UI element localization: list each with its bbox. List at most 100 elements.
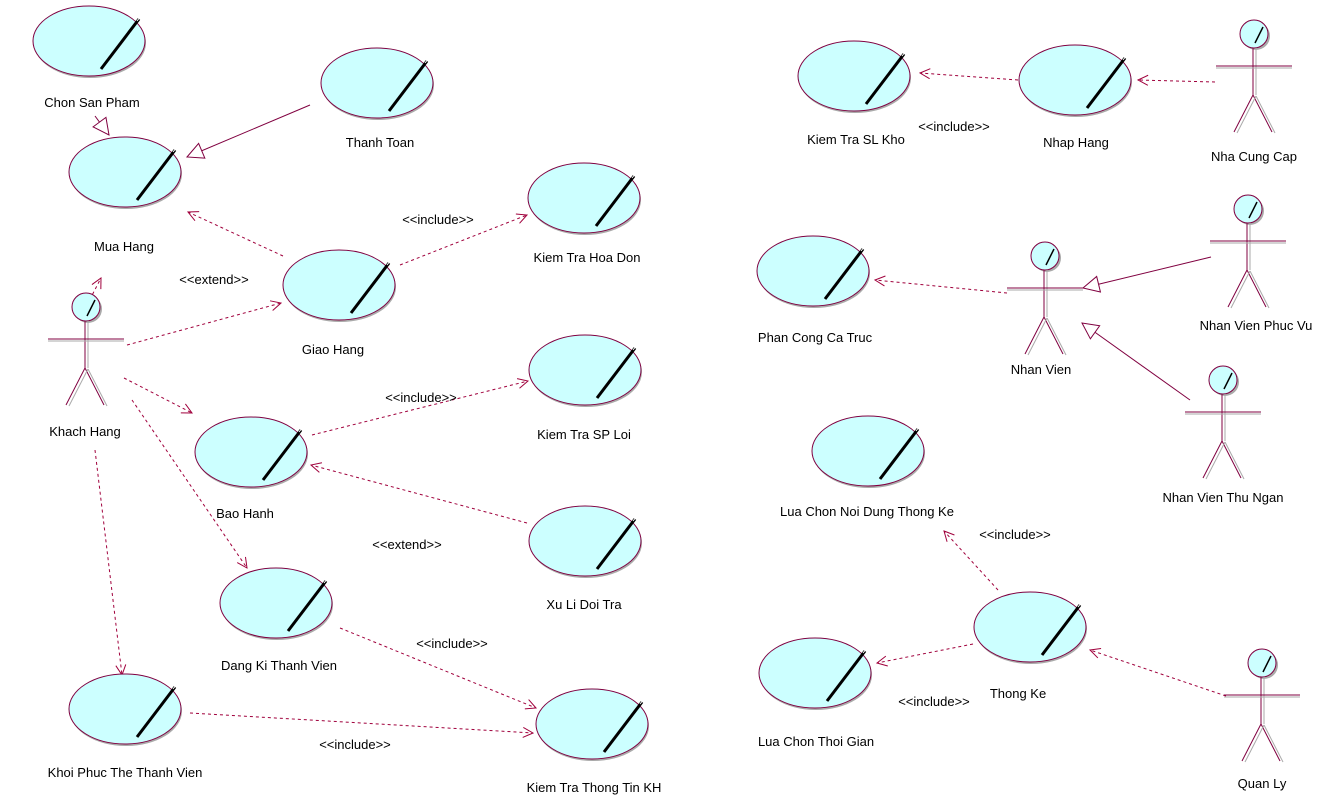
usecase-ellipse-icon — [755, 234, 872, 310]
actor-label: Nha Cung Cap — [1211, 149, 1297, 164]
include-thong-ke-lua-chon-thoi-gian[interactable] — [877, 643, 974, 663]
usecase-label: Phan Cong Ca Truc — [758, 330, 873, 345]
usecase-label: Nhap Hang — [1043, 135, 1109, 150]
association-quan-ly-thong-ke[interactable] — [1090, 650, 1227, 697]
usecase-label: Kiem Tra SL Kho — [807, 132, 905, 147]
include-label-nhap-hang: <<include>> — [918, 119, 990, 134]
connectors — [86, 73, 1227, 733]
usecase-ellipse-icon — [281, 248, 398, 324]
usecase-bao-hanh[interactable]: Bao Hanh — [193, 415, 310, 521]
include-label-thoi-gian: <<include>> — [898, 694, 970, 709]
usecase-label: Thanh Toan — [346, 135, 414, 150]
include-label-noi-dung-thong-ke: <<include>> — [979, 527, 1051, 542]
actor-label: Quan Ly — [1238, 776, 1287, 791]
include-khoi-phuc-kiem-tra-thong-tin-kh[interactable] — [189, 712, 533, 733]
extend-giao-hang-mua-hang[interactable] — [188, 212, 284, 257]
usecase-kiem-tra-sl-kho[interactable]: Kiem Tra SL Kho — [796, 39, 913, 147]
usecase-nhap-hang[interactable]: Nhap Hang — [1017, 43, 1134, 150]
actor-label: Nhan Vien — [1011, 362, 1071, 377]
usecase-lua-chon-thoi-gian[interactable]: Lua Chon Thoi Gian — [757, 636, 874, 749]
actor-nha-cung-cap[interactable]: Nha Cung Cap — [1211, 19, 1297, 164]
usecase-label: Xu Li Doi Tra — [546, 597, 622, 612]
association-khach-hang-mua-hang[interactable] — [86, 278, 101, 306]
usecase-label: Bao Hanh — [216, 506, 274, 521]
usecase-label: Mua Hang — [94, 239, 154, 254]
generalization-nhan-vien-phuc-vu-nhan-vien[interactable] — [1083, 256, 1212, 288]
usecase-label: Lua Chon Noi Dung Thong Ke — [780, 504, 954, 519]
include-label-khoi-phuc: <<include>> — [319, 737, 391, 752]
extend-xu-li-doi-tra-bao-hanh[interactable] — [311, 465, 528, 524]
usecase-ellipse-icon — [193, 415, 310, 491]
usecase-ellipse-icon — [526, 161, 643, 237]
usecase-label: Khoi Phuc The Thanh Vien — [48, 765, 203, 780]
usecase-phan-cong-ca-truc[interactable]: Phan Cong Ca Truc — [755, 234, 873, 345]
usecase-giao-hang[interactable]: Giao Hang — [281, 248, 398, 357]
usecase-ellipse-icon — [757, 636, 874, 712]
generalization-nhan-vien-thu-ngan-nhan-vien[interactable] — [1082, 323, 1191, 401]
association-nhan-vien-phan-cong-ca-truc[interactable] — [875, 280, 1008, 294]
actor-nhan-vien-phuc-vu[interactable]: Nhan Vien Phuc Vu — [1200, 194, 1313, 333]
usecase-ellipse-icon — [218, 566, 335, 642]
usecase-label: Kiem Tra Hoa Don — [534, 250, 641, 265]
include-label-giao-hang: <<include>> — [402, 212, 474, 227]
association-khach-hang-bao-hanh[interactable] — [123, 377, 192, 413]
association-khach-hang-dang-ki-thanh-vien[interactable] — [131, 399, 247, 568]
stereotype-labels: <<include>> <<extend>> <<include>> <<ext… — [179, 119, 1050, 752]
include-thong-ke-lua-chon-noi-dung[interactable] — [944, 531, 999, 591]
extend-label-giao-hang: <<extend>> — [179, 272, 248, 287]
usecase-ellipse-icon — [972, 590, 1089, 666]
usecase-ellipse-icon — [67, 672, 184, 748]
actor-stick-figure-icon — [1209, 194, 1287, 309]
usecase-lua-chon-noi-dung-thong-ke[interactable]: Lua Chon Noi Dung Thong Ke — [780, 414, 954, 519]
actor-stick-figure-icon — [1184, 365, 1262, 480]
actor-stick-figure-icon — [47, 292, 125, 407]
usecase-ellipse-icon — [810, 414, 927, 490]
generalization-thanh-toan-mua-hang[interactable] — [187, 104, 311, 157]
usecase-ellipse-icon — [1017, 43, 1134, 119]
actor-stick-figure-icon — [1223, 648, 1301, 763]
usecase-dang-ki-thanh-vien[interactable]: Dang Ki Thanh Vien — [218, 566, 337, 673]
usecase-ellipse-icon — [796, 39, 913, 115]
include-giao-hang-kiem-tra-hoa-don[interactable] — [399, 215, 527, 266]
usecase-kiem-tra-thong-tin-kh[interactable]: Kiem Tra Thong Tin KH — [527, 687, 662, 795]
usecase-khoi-phuc-the-thanh-vien[interactable]: Khoi Phuc The Thanh Vien — [48, 672, 203, 780]
extend-label-xu-li-doi-tra: <<extend>> — [372, 537, 441, 552]
include-bao-hanh-kiem-tra-sp-loi[interactable] — [311, 381, 528, 436]
usecase-ellipse-icon — [527, 504, 644, 580]
association-khach-hang-khoi-phuc-the-thanh-vien[interactable] — [94, 449, 122, 675]
usecase-label: Chon San Pham — [44, 95, 139, 110]
usecase-ellipse-icon — [527, 333, 644, 409]
association-khach-hang-giao-hang[interactable] — [126, 303, 281, 346]
actor-label: Khach Hang — [49, 424, 121, 439]
include-label-bao-hanh: <<include>> — [385, 390, 457, 405]
usecase-thong-ke[interactable]: Thong Ke — [972, 590, 1089, 701]
actor-nhan-vien[interactable]: Nhan Vien — [1006, 241, 1084, 377]
usecase-label: Lua Chon Thoi Gian — [758, 734, 874, 749]
usecase-chon-san-pham[interactable]: Chon San Pham — [31, 4, 148, 110]
usecase-ellipse-icon — [319, 46, 436, 122]
actor-label: Nhan Vien Thu Ngan — [1163, 490, 1284, 505]
generalization-chon-san-pham-mua-hang[interactable] — [95, 115, 109, 135]
usecase-label: Kiem Tra SP Loi — [537, 427, 631, 442]
association-nha-cung-cap-nhap-hang[interactable] — [1138, 80, 1216, 82]
include-nhap-hang-kiem-tra-sl-kho[interactable] — [920, 73, 1019, 81]
usecase-mua-hang[interactable]: Mua Hang — [67, 135, 184, 254]
include-label-dang-ki: <<include>> — [416, 636, 488, 651]
usecase-ellipse-icon — [67, 135, 184, 211]
actor-stick-figure-icon — [1215, 19, 1293, 134]
usecase-kiem-tra-sp-loi[interactable]: Kiem Tra SP Loi — [527, 333, 644, 442]
usecase-label: Dang Ki Thanh Vien — [221, 658, 337, 673]
usecase-xu-li-doi-tra[interactable]: Xu Li Doi Tra — [527, 504, 644, 612]
usecase-label: Kiem Tra Thong Tin KH — [527, 780, 662, 795]
actor-nhan-vien-thu-ngan[interactable]: Nhan Vien Thu Ngan — [1163, 365, 1284, 505]
actor-label: Nhan Vien Phuc Vu — [1200, 318, 1313, 333]
actor-khach-hang[interactable]: Khach Hang — [47, 292, 125, 439]
include-dang-ki-thanh-vien-kiem-tra-thong-tin-kh[interactable] — [339, 627, 536, 708]
usecase-ellipse-icon — [31, 4, 148, 80]
usecase-kiem-tra-hoa-don[interactable]: Kiem Tra Hoa Don — [526, 161, 643, 265]
usecase-thanh-toan[interactable]: Thanh Toan — [319, 46, 436, 150]
actor-quan-ly[interactable]: Quan Ly — [1223, 648, 1301, 791]
usecase-label: Thong Ke — [990, 686, 1046, 701]
actor-stick-figure-icon — [1006, 241, 1084, 356]
